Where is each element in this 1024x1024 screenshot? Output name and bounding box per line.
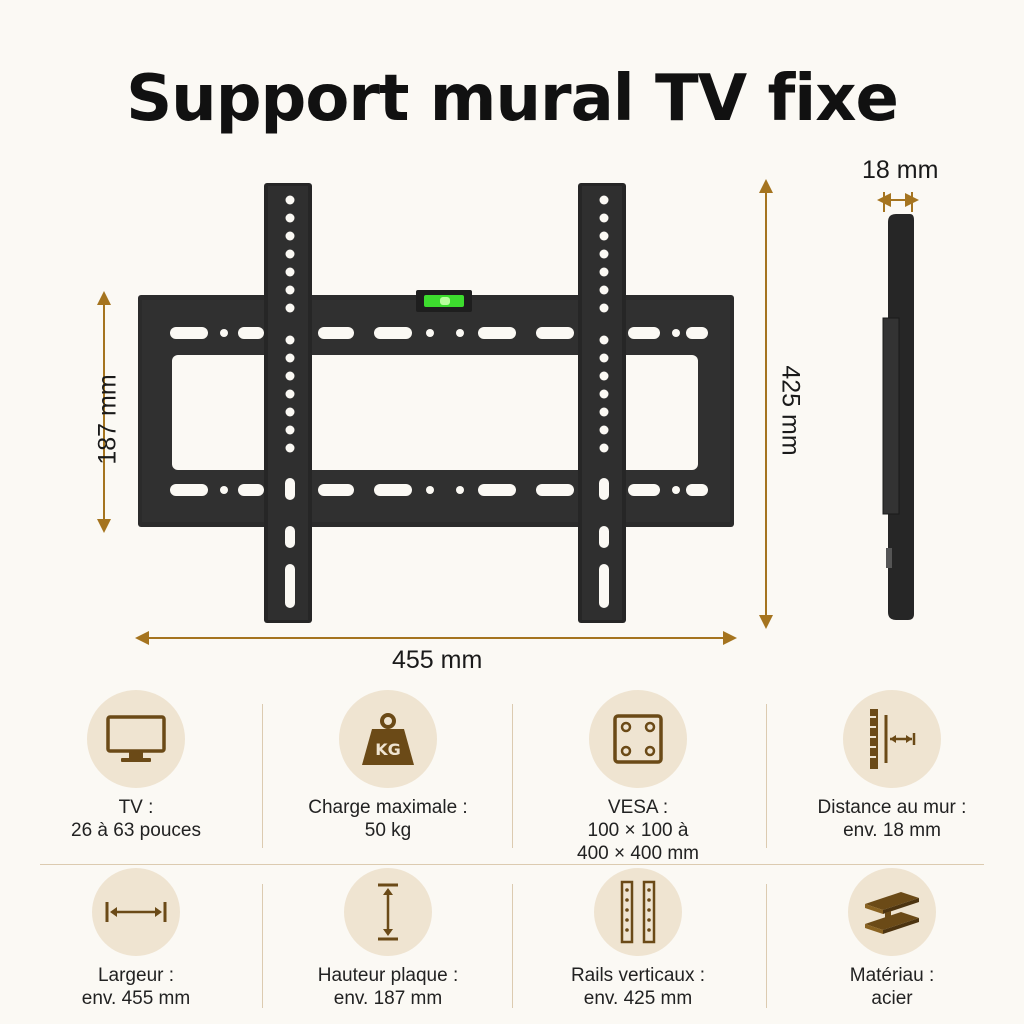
height-icon xyxy=(344,868,432,956)
divider xyxy=(262,884,263,1008)
spec-label: Charge maximale : xyxy=(308,797,468,818)
width-icon xyxy=(92,868,180,956)
spec-material: Matériau :acier xyxy=(782,868,1002,1010)
kg-weight-icon: KG xyxy=(339,690,437,788)
wall-distance-icon xyxy=(843,690,941,788)
side-profile xyxy=(882,214,914,620)
spec-value: env. 455 mm xyxy=(81,988,191,1009)
rail-height-label: 425 mm xyxy=(776,365,805,456)
spec-max-load: KG Charge maximale :50 kg xyxy=(278,690,498,842)
spec-label: Hauteur plaque : xyxy=(317,965,459,986)
spec-label: Rails verticaux : xyxy=(570,965,706,986)
spec-value: 26 à 63 pouces xyxy=(71,820,201,841)
vertical-rail-right xyxy=(578,183,626,623)
divider xyxy=(40,864,984,865)
spec-label: Matériau : xyxy=(849,965,935,986)
steel-beam-icon xyxy=(848,868,936,956)
width-label: 455 mm xyxy=(392,646,483,674)
vertical-rail-left xyxy=(264,183,312,623)
rails-icon xyxy=(594,868,682,956)
spec-label: Distance au mur : xyxy=(817,797,967,818)
spec-label: VESA : xyxy=(607,797,669,818)
spec-wall-distance: Distance au mur :env. 18 mm xyxy=(782,690,1002,842)
spec-value: 100 × 100 à xyxy=(587,820,689,841)
divider xyxy=(262,704,263,848)
bubble-level xyxy=(416,290,472,312)
divider xyxy=(766,884,767,1008)
spec-width: Largeur :env. 455 mm xyxy=(26,868,246,1010)
spec-value: acier xyxy=(871,988,913,1009)
spec-value: env. 187 mm xyxy=(333,988,443,1009)
horizontal-plate xyxy=(138,295,734,527)
spec-tv: TV :26 à 63 pouces xyxy=(26,690,246,842)
tv-icon xyxy=(87,690,185,788)
divider xyxy=(766,704,767,848)
divider xyxy=(512,704,513,848)
spec-value: env. 425 mm xyxy=(583,988,693,1009)
spec-label: TV : xyxy=(118,797,154,818)
spec-value: 50 kg xyxy=(364,820,412,841)
spec-value: env. 18 mm xyxy=(843,820,941,841)
spec-value: 400 × 400 mm xyxy=(577,843,699,864)
spec-plate-height: Hauteur plaque :env. 187 mm xyxy=(278,868,498,1010)
spec-vertical-rails: Rails verticaux :env. 425 mm xyxy=(528,868,748,1010)
svg-text:KG: KG xyxy=(375,740,401,759)
plate-height-label: 187 mm xyxy=(93,374,122,465)
page-title: Support mural TV fixe xyxy=(126,62,899,136)
divider xyxy=(512,884,513,1008)
vesa-icon xyxy=(589,690,687,788)
spec-label: Largeur : xyxy=(97,965,175,986)
depth-label: 18 mm xyxy=(862,156,939,184)
